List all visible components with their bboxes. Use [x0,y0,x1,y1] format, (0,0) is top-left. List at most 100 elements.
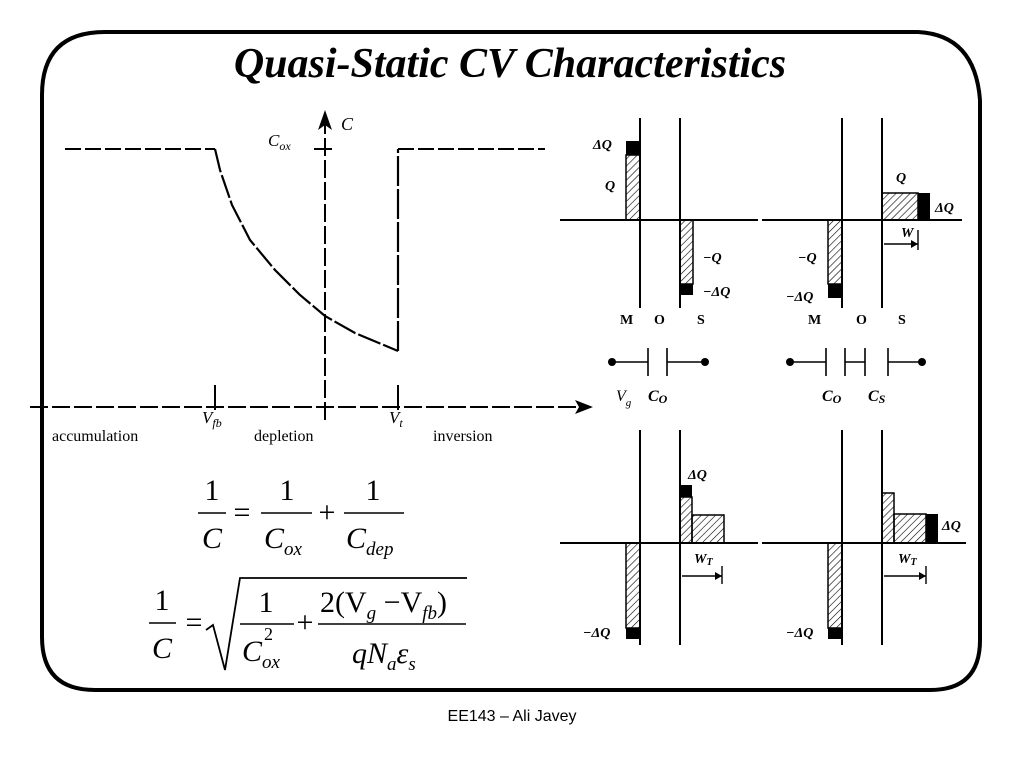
cox-label-main: C [268,131,280,150]
vfb-label: Vfb [202,408,222,430]
co-label-b-main: C [822,388,833,405]
panel-d-dq-bar [926,514,938,543]
eq1-t2-den: Cdep [346,522,393,560]
eq2-t2-num-c: ) [437,586,447,619]
panel-a-s-label: S [697,313,705,328]
eq2-t2-num-a: 2(V [320,586,367,619]
panel-c-wt-label: WT [694,552,713,568]
eq1-t1-den: Cox [264,522,303,560]
panel-b-q-label: Q [896,171,906,186]
vt-label-main: V [389,408,402,427]
vg-label-sub: g [626,397,632,409]
panel-b-negq-label: −Q [798,251,817,266]
eq1-equals: = [234,496,251,529]
eq2-t2-den-eps: ε [397,637,409,670]
vg-label: Vg [616,388,632,409]
eq2-t2-den-a: a [387,654,397,675]
panel-d-negdq-label: −ΔQ [786,626,813,641]
cv-depletion-curve [213,148,399,353]
panel-d-wt-arrowhead [919,572,926,580]
co-label-a: CO [648,388,668,406]
co-label-b: CO [822,388,842,406]
slide-title: Quasi-Static CV Characteristics [234,41,786,87]
panel-b-s-label: S [898,313,906,328]
slide-frame [40,30,982,692]
equation-1: 1 C = 1 Cox + 1 Cdep [198,474,404,560]
eq1-lhs-den: C [202,522,223,555]
panel-b-q-bar [881,192,919,221]
co-label-b-sub: O [833,392,842,406]
cs-label: CS [868,388,886,406]
panel-a-dq-bar [626,141,640,155]
eq2-t2-num-fb: fb [422,603,437,624]
panel-b-negdq-label: −ΔQ [786,290,813,305]
panel-a-negdq-label: −ΔQ [703,285,730,300]
vt-label-sub: t [399,416,403,430]
panel-d-wt-sub: T [910,557,917,568]
panel-b-dq-bar [918,193,930,220]
panel-c-neg-bar [625,542,641,629]
region-accumulation: accumulation [52,428,138,445]
panel-b-w-arrowhead [911,240,918,248]
panel-d-dep-bar [893,513,927,544]
panel-a-negq-label: −Q [703,251,722,266]
panel-b-negq-bar [827,219,843,285]
panel-b-dq-label: ΔQ [934,201,954,216]
panel-c-negdq-bar [626,628,640,639]
panel-a-q-bar [625,154,641,221]
panel-c-wt-sub: T [706,557,713,568]
panel-b-w-label: W [901,226,915,241]
eq2-t2-num: 2(Vg −Vfb) [320,586,447,624]
panel-d-negdq-bar [828,628,842,639]
vg-label-main: V [616,388,628,405]
circuit-series-caps: CO CS [786,348,926,406]
eq1-plus: + [319,496,336,529]
eq1-t1-den-main: C [264,522,285,555]
eq2-t1-den-main: C [242,635,263,668]
panel-d-dq-label: ΔQ [941,519,961,534]
eq2-t2-den: qNaεs [352,637,416,675]
vfb-label-sub: fb [212,416,221,430]
region-inversion: inversion [433,428,493,445]
eq2-t1-den-sup: 2 [264,624,273,644]
co-label-a-main: C [648,388,659,405]
panel-d-inv-bar [881,492,895,544]
panel-a-dq-label: ΔQ [592,138,612,153]
panel-b-m-label: M [808,313,821,328]
slide-footer: EE143 – Ali Javey [447,708,577,725]
charge-diagrams: ΔQ Q −Q −ΔQ M O S Q ΔQ −Q −ΔQ W M O [560,118,966,645]
eq1-t2-num: 1 [366,474,381,507]
panel-c-wt-main: W [694,552,708,567]
co-label-a-sub: O [659,392,668,406]
eq2-t1-den: Cox [242,635,281,673]
eq1-lhs-num: 1 [205,474,220,507]
eq2-t2-num-b: −V [376,586,422,619]
eq2-lhs-den: C [152,632,173,665]
cox-label: Cox [268,131,291,153]
panel-c-dq-label: ΔQ [687,468,707,483]
eq2-t1-den-sub: ox [262,652,281,673]
y-axis-label: C [341,114,354,134]
eq2-t1-num: 1 [259,586,274,619]
y-axis-arrow [318,110,332,130]
panel-c-negdq-label: −ΔQ [583,626,610,641]
vfb-label-main: V [202,408,215,427]
panel-a-negq-bar [679,219,694,285]
eq1-t1-den-sub: ox [284,539,303,560]
charge-panel-inversion: ΔQ −ΔQ WT [560,430,758,645]
panel-c-wt-arrowhead [715,572,722,580]
eq2-t2-den-s: s [408,654,415,675]
eq1-t1-num: 1 [280,474,295,507]
eq2-radical [205,577,467,671]
cs-label-main: C [868,388,879,405]
eq2-t2-den-q: qN [352,637,389,670]
panel-a-q-label: Q [605,179,615,194]
cox-label-sub: ox [279,139,291,153]
panel-c-inv-bar [679,496,693,544]
circuit-b-terminal-right [918,358,926,366]
vt-label: Vt [389,408,403,430]
eq2-equals: = [186,606,203,639]
circuit-a-terminal-right [701,358,709,366]
region-depletion: depletion [254,428,314,445]
